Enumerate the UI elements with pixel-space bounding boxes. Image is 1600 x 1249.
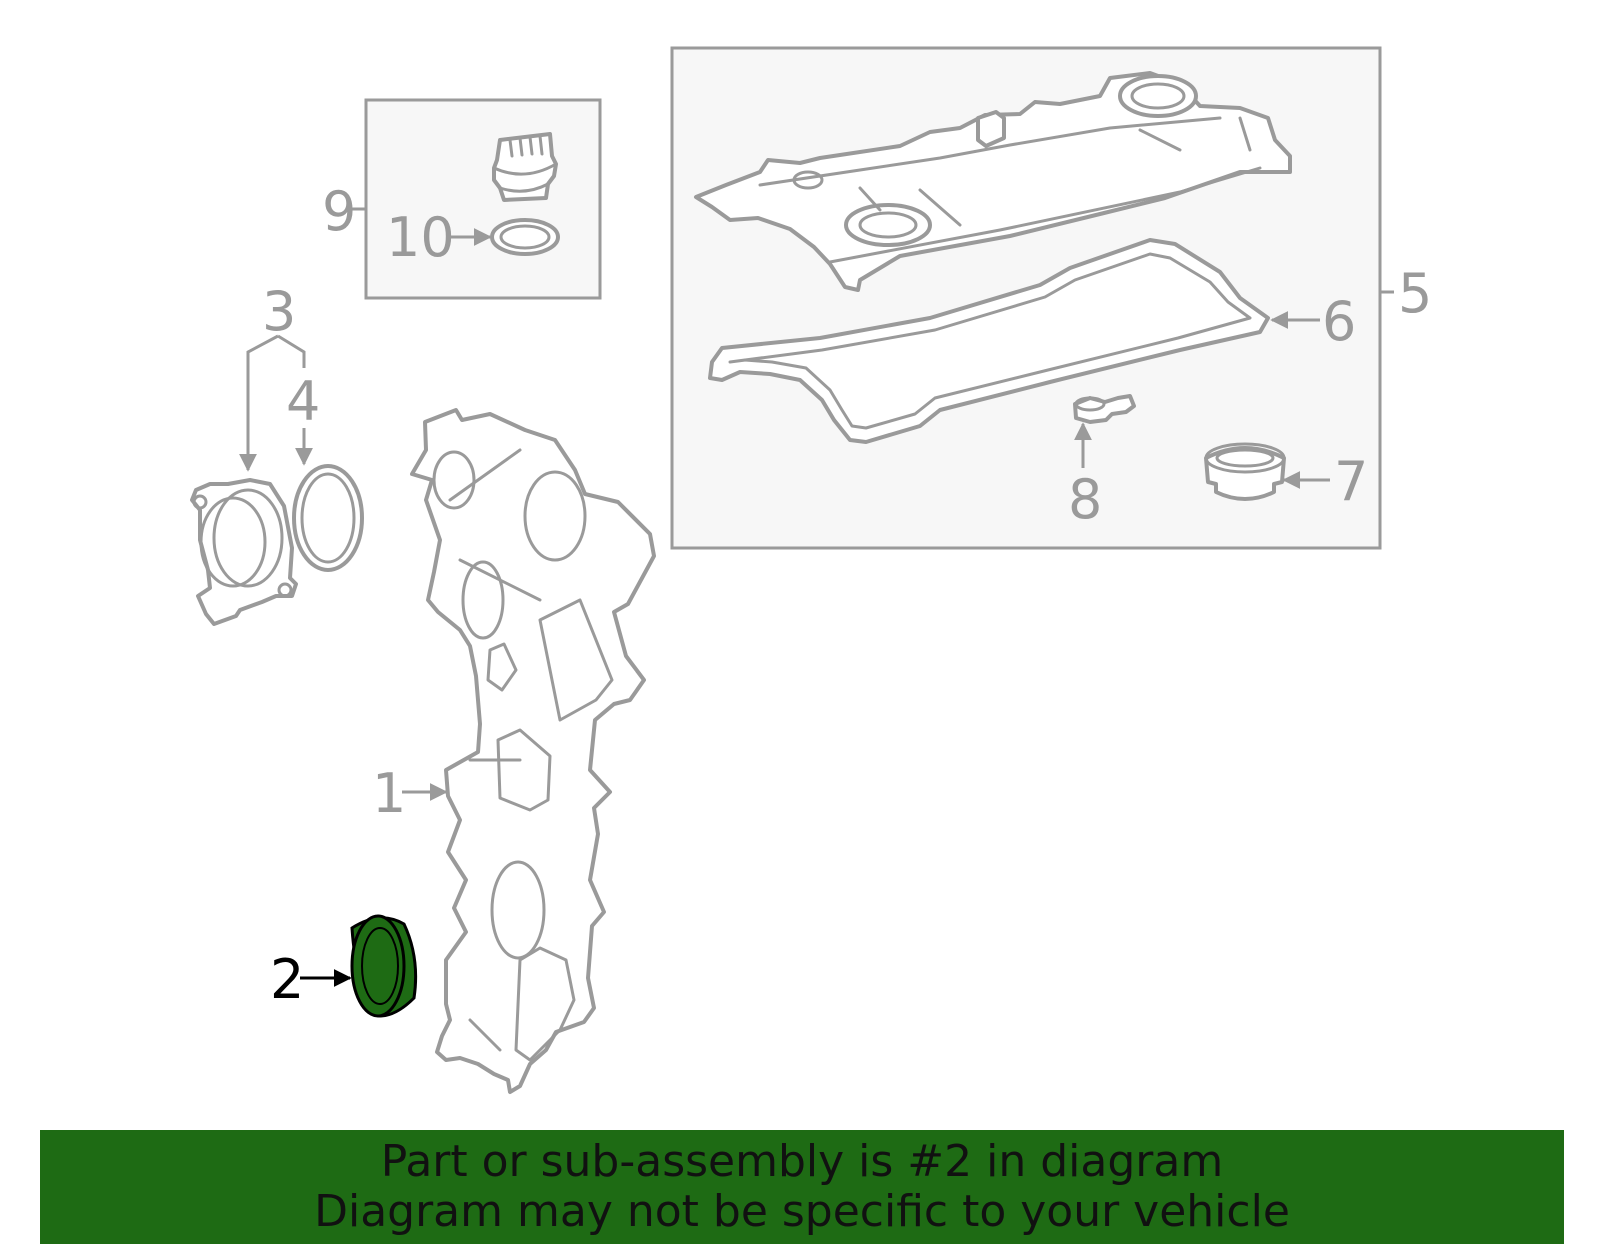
crankshaft-front-seal[interactable] bbox=[350, 914, 418, 1018]
cam-sensor[interactable] bbox=[190, 478, 298, 626]
spark-plug-tube-seal[interactable] bbox=[1204, 442, 1286, 501]
timing-cover[interactable] bbox=[410, 408, 656, 1094]
banner-line-2: Diagram may not be specific to your vehi… bbox=[314, 1186, 1290, 1237]
parts-diagram: 1 2 3 4 5 6 7 8 9 10 bbox=[190, 46, 1432, 1094]
callout-1: 1 bbox=[372, 762, 406, 825]
cam-sensor-o-ring[interactable] bbox=[292, 464, 364, 572]
callout-6: 6 bbox=[1322, 290, 1356, 353]
oil-cap-group-box bbox=[352, 98, 602, 300]
oil-control-valve[interactable] bbox=[1073, 394, 1136, 424]
callout-3: 3 bbox=[262, 280, 296, 343]
oil-cap-gasket[interactable] bbox=[490, 218, 560, 256]
valve-cover-group-box bbox=[670, 46, 1394, 550]
info-banner: Part or sub-assembly is #2 in diagram Di… bbox=[40, 1130, 1564, 1244]
callout-7: 7 bbox=[1334, 450, 1368, 513]
callout-5: 5 bbox=[1398, 262, 1432, 325]
banner-line-1: Part or sub-assembly is #2 in diagram bbox=[380, 1136, 1224, 1187]
valve-cover[interactable] bbox=[694, 71, 1292, 292]
callout-8: 8 bbox=[1068, 468, 1102, 531]
callout-4: 4 bbox=[286, 370, 320, 433]
oil-filler-cap[interactable] bbox=[492, 132, 558, 202]
callout-2: 2 bbox=[270, 948, 304, 1011]
callout-9: 9 bbox=[322, 180, 356, 243]
callout-10: 10 bbox=[386, 206, 455, 269]
valve-cover-gasket[interactable] bbox=[708, 238, 1270, 444]
